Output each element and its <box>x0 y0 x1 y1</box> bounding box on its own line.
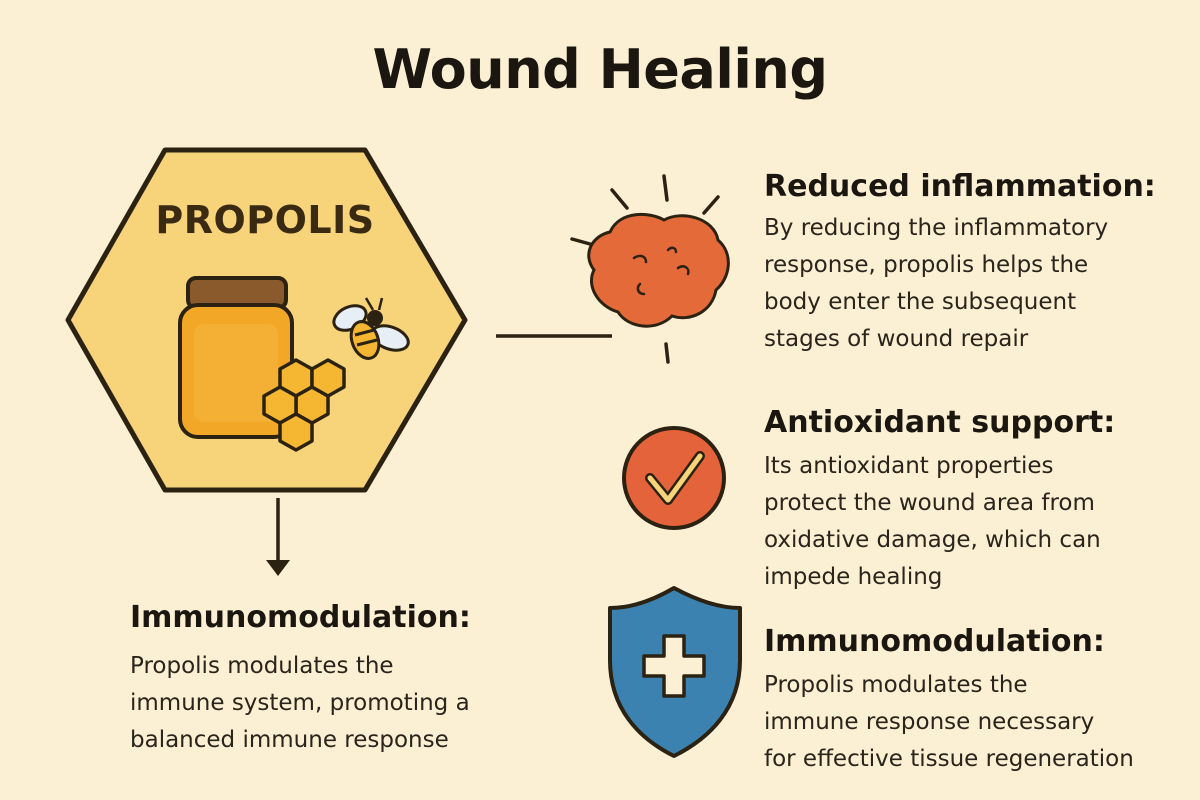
page-title: Wound Healing <box>372 38 828 101</box>
antioxidant-support-description: Its antioxidant properties protect the w… <box>764 448 1101 596</box>
description-line: immune response necessary <box>764 709 1095 735</box>
description-line: Its antioxidant properties <box>764 453 1054 479</box>
reduced-inflammation-description: By reducing the inflammatory response, p… <box>764 210 1108 358</box>
left-heading: Immunomodulation: <box>130 600 471 635</box>
honeycomb-icon <box>262 358 346 452</box>
description-line: protect the wound area from <box>764 490 1095 516</box>
description-line: oxidative damage, which can <box>764 527 1101 553</box>
description-line: stages of wound repair <box>764 326 1029 352</box>
left-line: balanced immune response <box>130 727 449 753</box>
description-line: Propolis modulates the <box>764 672 1028 698</box>
description-line: for effective tissue regeneration <box>764 746 1134 772</box>
description-line: response, propolis helps the <box>764 252 1089 278</box>
description-line: body enter the subsequent <box>764 289 1077 315</box>
description-line: By reducing the inflammatory <box>764 215 1109 241</box>
antioxidant-support-heading: Antioxidant support: <box>764 405 1116 440</box>
immunomodulation-heading: Immunomodulation: <box>764 624 1105 659</box>
reduced-inflammation-heading: Reduced inflammation: <box>764 169 1156 204</box>
left-line: immune system, promoting a <box>130 690 470 716</box>
down-arrow-icon <box>266 498 290 576</box>
left-line: Propolis modulates the <box>130 653 394 679</box>
shield-cross-icon <box>608 586 742 758</box>
bee-icon <box>332 297 410 360</box>
left-description: Propolis modulates the immune system, pr… <box>130 648 470 759</box>
propolis-label: PROPOLIS <box>155 198 375 242</box>
inflammation-icon <box>570 174 730 364</box>
immunomodulation-description: Propolis modulates the immune response n… <box>764 667 1134 778</box>
description-line: impede healing <box>764 564 943 590</box>
checkmark-circle-icon <box>622 426 726 530</box>
